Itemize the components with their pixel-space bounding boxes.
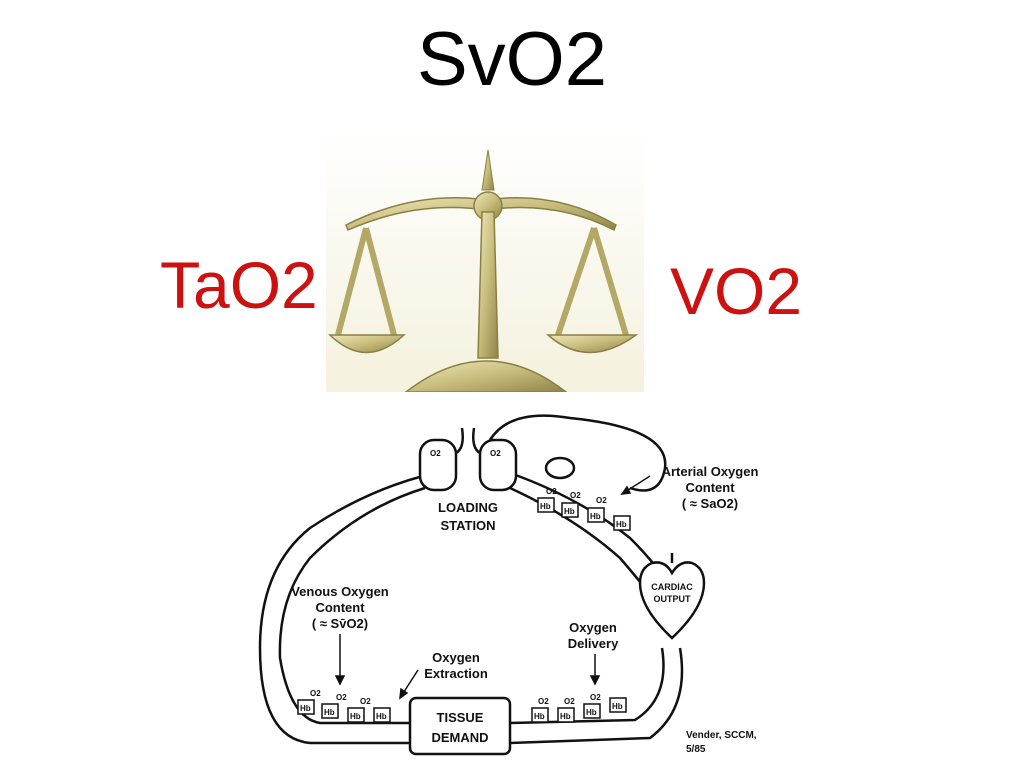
tao2-label: TaO2 — [160, 248, 318, 322]
vo2-label: VO2 — [670, 254, 803, 328]
hb-label: Hb — [300, 704, 311, 713]
o2-label: O2 — [564, 697, 575, 706]
hb-label: Hb — [540, 502, 551, 511]
tissue-demand-line2: DEMAND — [431, 730, 488, 745]
o2-label: O2 — [546, 487, 557, 496]
oxygen-delivery-line2: Delivery — [568, 636, 619, 651]
lung-right-o2: O2 — [490, 449, 501, 458]
hb-label: Hb — [350, 712, 361, 721]
balance-scale-illustration — [326, 130, 644, 393]
slide-title: SvO2 — [416, 17, 608, 102]
o2-label: O2 — [310, 689, 321, 698]
cardiac-output-line1: CARDIAC — [651, 582, 693, 592]
oxygen-transport-diagram: Hb Hb Hb Hb Hb Hb Hb Hb Hb Hb Hb Hb O2 O… — [250, 408, 790, 764]
lung-left-o2: O2 — [430, 449, 441, 458]
o2-label: O2 — [590, 693, 601, 702]
hb-label: Hb — [564, 507, 575, 516]
oxygen-extraction-line1: Oxygen — [432, 650, 480, 665]
balance-scale-icon — [326, 130, 644, 393]
venous-line1: Venous Oxygen — [291, 584, 389, 599]
hb-label: Hb — [616, 520, 627, 529]
circulation-loop-diagram: Hb Hb Hb Hb Hb Hb Hb Hb Hb Hb Hb Hb O2 O… — [258, 414, 759, 756]
cardiac-output-line2: OUTPUT — [654, 594, 692, 604]
o2-label: O2 — [336, 693, 347, 702]
o2-label: O2 — [538, 697, 549, 706]
arterial-line2: Content — [685, 480, 735, 495]
hb-label: Hb — [590, 512, 601, 521]
loading-station-line2: STATION — [440, 518, 495, 533]
venous-line3: ( ≈ Sv̄O2) — [312, 616, 368, 631]
hb-label: Hb — [560, 712, 571, 721]
hb-label: Hb — [534, 712, 545, 721]
hb-label: Hb — [376, 712, 387, 721]
o2-label: O2 — [570, 491, 581, 500]
hb-label: Hb — [612, 702, 623, 711]
oxygen-delivery-line1: Oxygen — [569, 620, 617, 635]
tissue-demand-line1: TISSUE — [437, 710, 484, 725]
credit-line1: Vender, SCCM, — [686, 730, 757, 741]
hb-molecules — [297, 497, 631, 723]
oxygen-extraction-line2: Extraction — [424, 666, 488, 681]
credit-line2: 5/85 — [686, 744, 706, 755]
arterial-line3: ( ≈ SaO2) — [682, 496, 738, 511]
o2-label: O2 — [596, 496, 607, 505]
venous-line2: Content — [315, 600, 365, 615]
arterial-line1: Arterial Oxygen — [662, 464, 759, 479]
o2-label: O2 — [360, 697, 371, 706]
loading-station-line1: LOADING — [438, 500, 498, 515]
hb-label: Hb — [586, 708, 597, 717]
hb-label: Hb — [324, 708, 335, 717]
